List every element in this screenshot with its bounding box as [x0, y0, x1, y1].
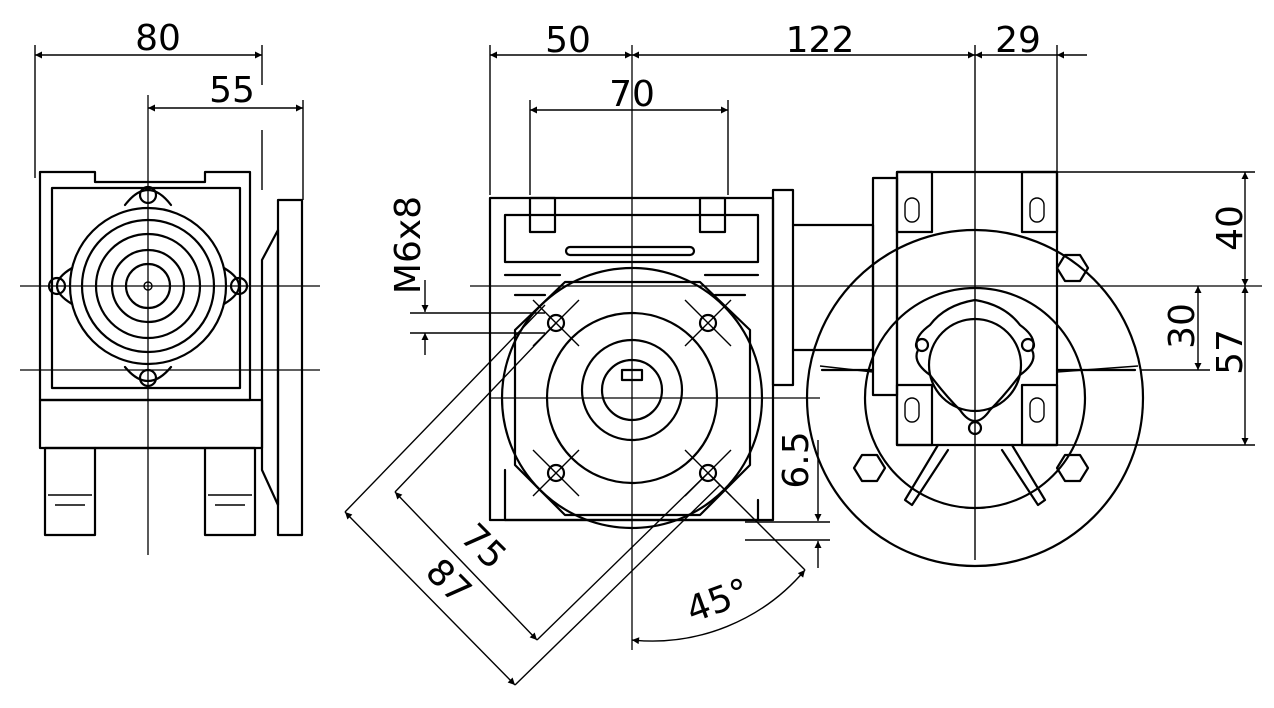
dim-29-label: 29	[995, 20, 1041, 61]
thread-m6x8-label: M6x8	[388, 196, 429, 294]
dim-80-label: 80	[135, 18, 181, 59]
front-view	[344, 45, 1262, 686]
dim-55-label: 55	[209, 70, 255, 111]
dim-50-label: 50	[545, 20, 591, 61]
dim-70-label: 70	[609, 74, 655, 115]
angle-45-label: 45°	[681, 571, 755, 631]
dim-57-label: 57	[1210, 329, 1251, 375]
flange-view	[805, 170, 1255, 568]
dim-6-5-label: 6.5	[776, 431, 817, 488]
dim-30-label: 30	[1162, 303, 1203, 349]
side-view	[20, 45, 320, 555]
dim-122-label: 122	[786, 20, 855, 61]
dim-40-label: 40	[1210, 205, 1251, 251]
